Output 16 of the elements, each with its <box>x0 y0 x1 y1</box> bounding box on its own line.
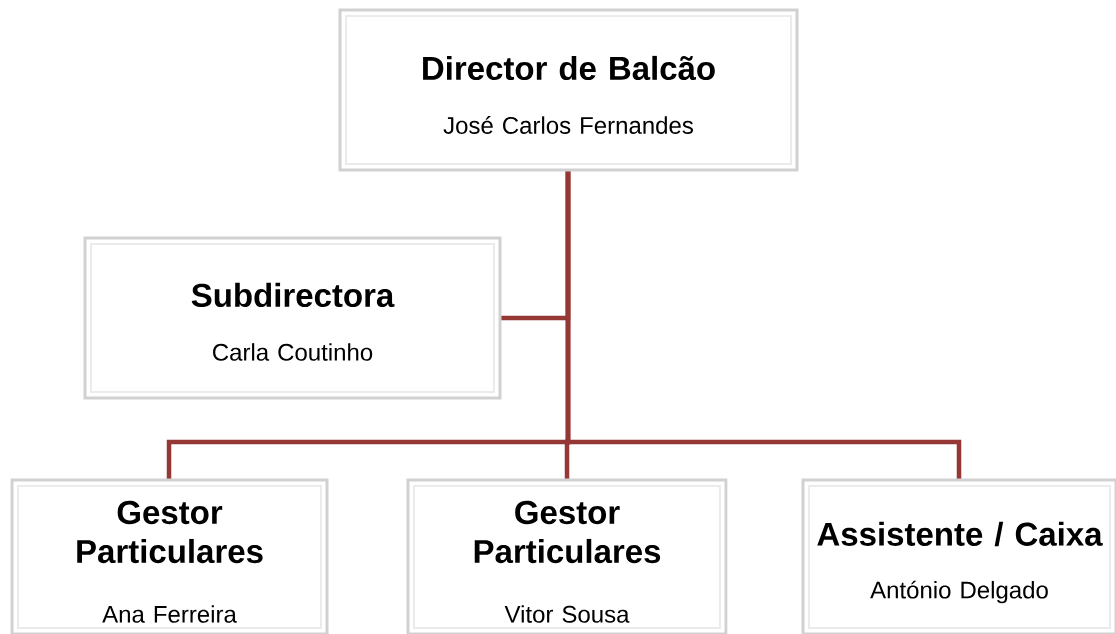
person-name: Carla Coutinho <box>213 343 373 361</box>
org-box <box>10 478 329 634</box>
heading: Gestor Particulares <box>474 500 661 564</box>
heading: Director de Balcão <box>423 55 715 81</box>
person-name: António Delgado <box>870 580 1048 604</box>
person-name: Ana Ferreira <box>102 605 237 623</box>
heading: Assistente / Caixa <box>817 521 1103 547</box>
org-box <box>406 478 728 634</box>
heading: Gestor Particulares <box>77 500 263 564</box>
connector-line <box>565 170 962 480</box>
org-box <box>801 478 1116 634</box>
person-name: Vitor Sousa <box>504 605 630 623</box>
heading: Subdirectora <box>191 282 395 308</box>
person-name: José Carlos Fernandes <box>443 116 693 134</box>
org-box <box>338 8 799 172</box>
org-box <box>83 236 502 400</box>
